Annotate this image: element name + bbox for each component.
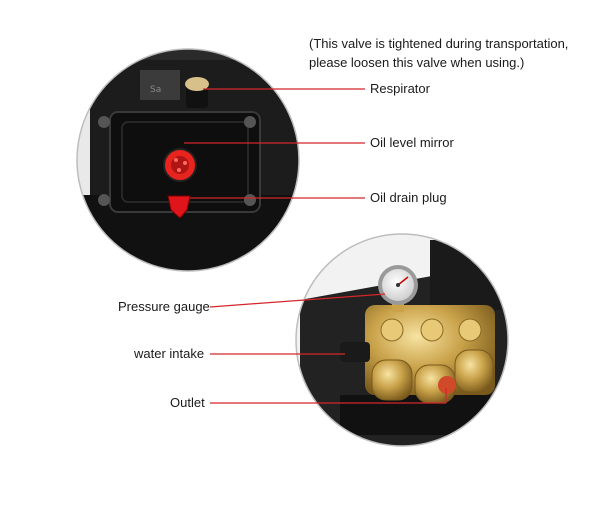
top-circle-border	[76, 48, 300, 272]
respirator-knob-icon	[185, 77, 209, 108]
label-respirator: Respirator	[370, 81, 430, 96]
leader-lines	[184, 88, 447, 404]
label-outlet: Outlet	[170, 395, 205, 410]
transport-note: (This valve is tightened during transpor…	[309, 34, 594, 72]
transport-note-line1: (This valve is tightened during transpor…	[309, 36, 569, 51]
bottom-circle-border	[295, 233, 509, 447]
pump-head-closeup	[296, 234, 508, 446]
oil-drain-plug-icon	[167, 195, 191, 219]
svg-text:Sa: Sa	[150, 85, 161, 95]
pressure-gauge-icon	[378, 265, 418, 312]
oil-level-mirror-icon	[163, 148, 197, 182]
label-oil-drain-plug: Oil drain plug	[370, 190, 447, 205]
label-water-intake: water intake	[134, 346, 205, 361]
label-oil-level-mirror: Oil level mirror	[370, 135, 454, 150]
pressure-gauge-leader	[209, 293, 386, 308]
label-pressure-gauge: Pressure gauge	[118, 299, 210, 314]
transport-note-line2: please loosen this valve when using.)	[309, 55, 525, 70]
